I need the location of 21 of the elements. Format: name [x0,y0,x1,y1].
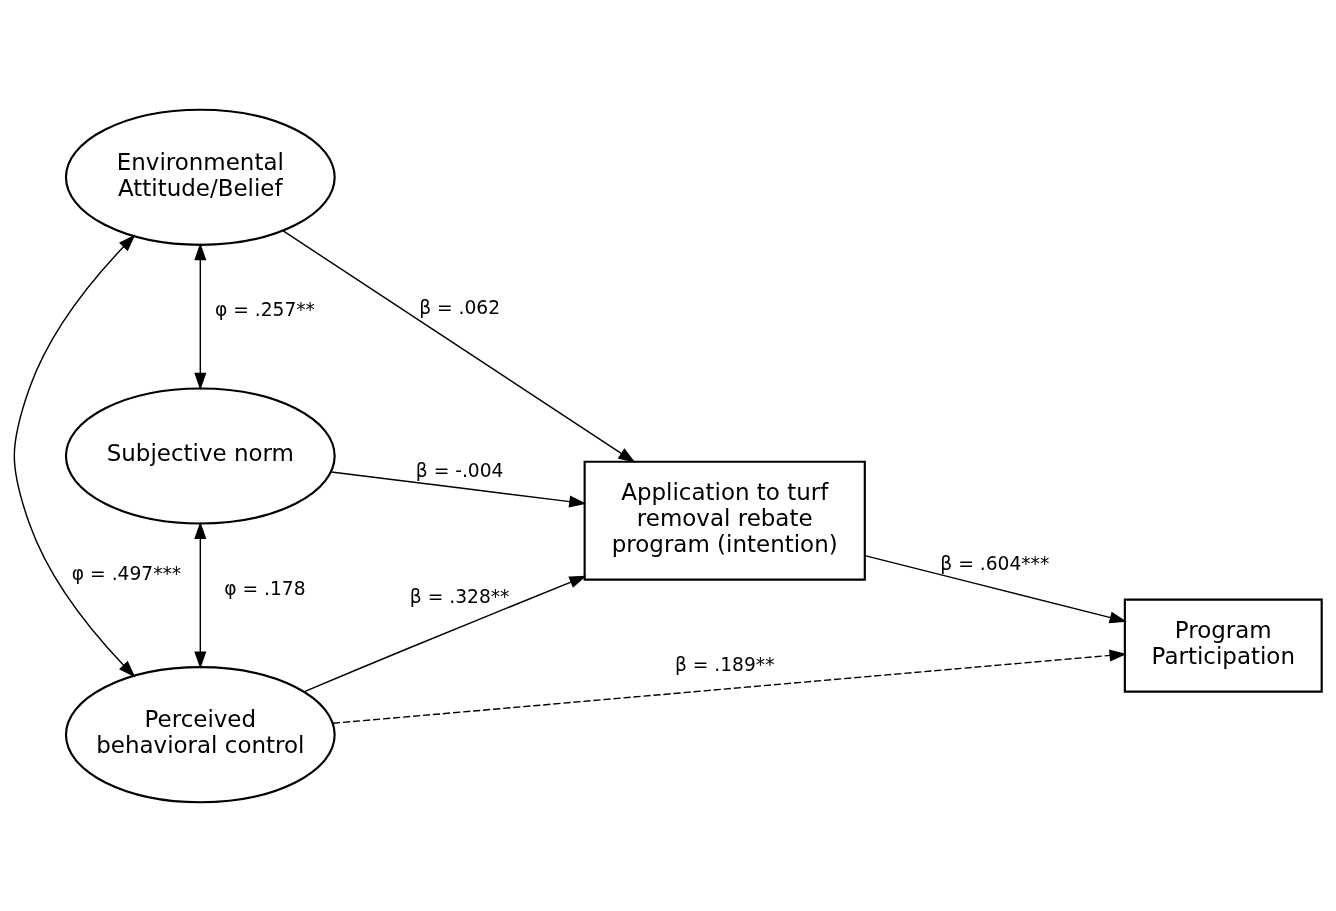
edge-label: φ = .497*** [71,562,182,584]
arrow [282,229,636,463]
node-ellipse: Perceived behavioral control [64,665,336,803]
arrow [13,234,136,677]
arrow [332,648,1127,724]
arrow [330,470,587,508]
edge-label: β = -.004 [415,459,504,481]
edge-label: β = .604*** [940,552,1050,574]
edge-label: φ = .257** [214,298,315,320]
node-ellipse: Subjective norm [64,386,336,525]
arrow [194,521,207,669]
node-ellipse: Environmental Attitude/Belief [64,108,336,246]
edge-label: β = .328** [409,585,510,607]
arrow [194,242,207,390]
arrow [303,575,587,692]
node-box: Application to turf removal rebate program (intention) [583,460,866,581]
edge-label: β = .062 [419,296,501,318]
node-box: Program Participation [1123,598,1323,693]
edge-label: β = .189** [674,653,775,675]
edge-label: φ = .178 [224,577,306,599]
arrow [864,554,1127,623]
